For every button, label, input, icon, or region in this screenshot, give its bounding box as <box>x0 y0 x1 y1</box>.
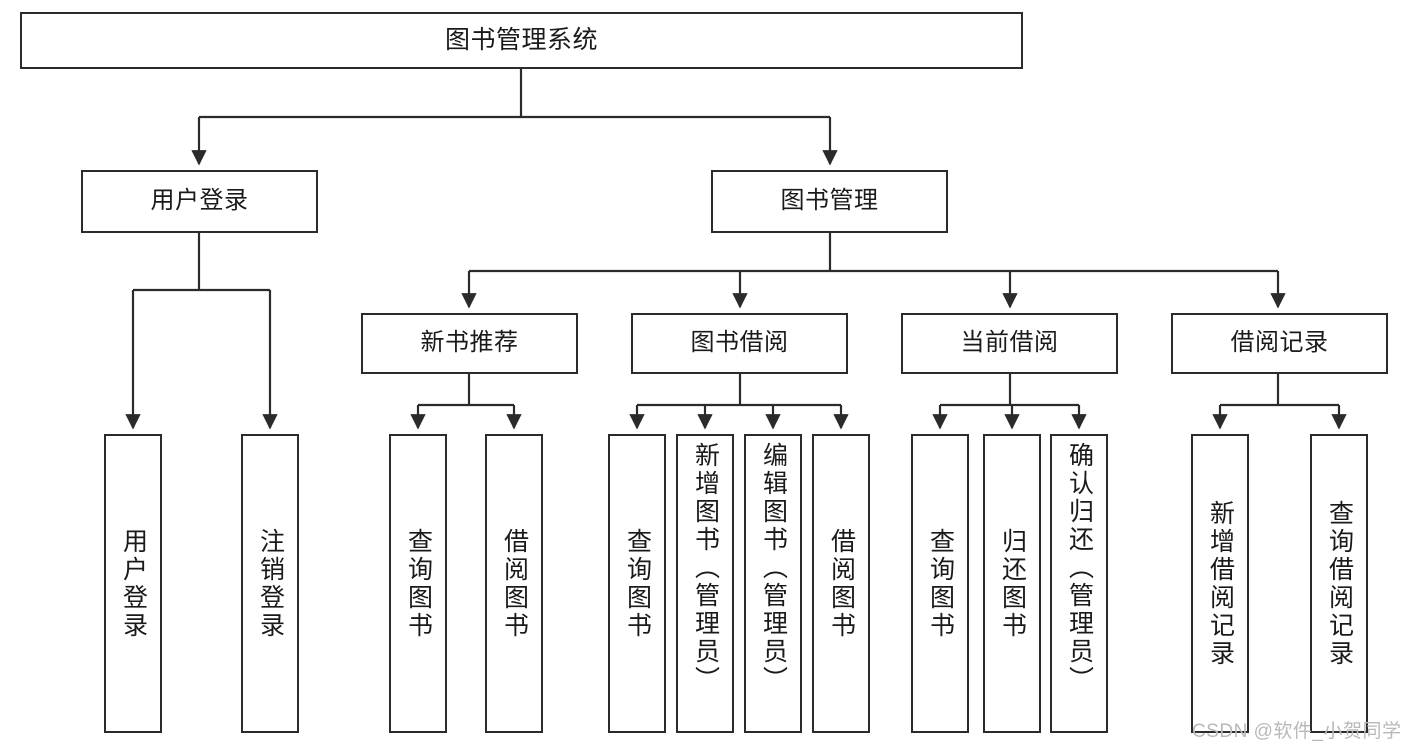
node-leaf-edit-book-label: 编辑图书（管理员） <box>759 442 788 694</box>
node-leaf-query-book-1-label: 查询图书 <box>404 527 433 640</box>
node-user-login[interactable]: 用户登录 <box>81 170 318 233</box>
node-leaf-query-book-3[interactable]: 查询图书 <box>911 434 969 733</box>
node-current-borrow[interactable]: 当前借阅 <box>901 313 1118 374</box>
node-leaf-borrow-book-2[interactable]: 借阅图书 <box>812 434 870 733</box>
node-leaf-query-book-2[interactable]: 查询图书 <box>608 434 666 733</box>
node-leaf-query-book-3-label: 查询图书 <box>926 527 955 640</box>
node-user-login-label: 用户登录 <box>150 187 249 215</box>
node-leaf-add-book-label: 新增图书（管理员） <box>691 442 720 694</box>
node-leaf-return-book[interactable]: 归还图书 <box>983 434 1041 733</box>
node-leaf-user-login[interactable]: 用户登录 <box>104 434 162 733</box>
node-current-borrow-label: 当前借阅 <box>960 329 1059 357</box>
node-book-manage[interactable]: 图书管理 <box>711 170 948 233</box>
node-leaf-query-book-2-label: 查询图书 <box>623 527 652 640</box>
node-new-book-rec-label: 新书推荐 <box>420 329 519 357</box>
node-root-label: 图书管理系统 <box>444 25 598 54</box>
node-leaf-confirm-return-label: 确认归还（管理员） <box>1065 442 1094 694</box>
node-leaf-confirm-return[interactable]: 确认归还（管理员） <box>1050 434 1108 733</box>
node-root[interactable]: 图书管理系统 <box>20 12 1023 69</box>
node-leaf-user-logout-label: 注销登录 <box>256 527 285 640</box>
node-leaf-add-record-label: 新增借阅记录 <box>1206 499 1235 668</box>
watermark: CSDN @软件_小贺同学 <box>1192 721 1402 742</box>
node-leaf-add-book[interactable]: 新增图书（管理员） <box>676 434 734 733</box>
node-leaf-edit-book[interactable]: 编辑图书（管理员） <box>744 434 802 733</box>
node-borrow-record-label: 借阅记录 <box>1230 329 1329 357</box>
node-book-borrow[interactable]: 图书借阅 <box>631 313 848 374</box>
node-leaf-query-book-1[interactable]: 查询图书 <box>389 434 447 733</box>
node-leaf-user-logout[interactable]: 注销登录 <box>241 434 299 733</box>
node-leaf-borrow-book-1-label: 借阅图书 <box>500 527 529 640</box>
node-leaf-user-login-label: 用户登录 <box>119 527 148 640</box>
node-leaf-return-book-label: 归还图书 <box>998 527 1027 640</box>
node-leaf-query-record[interactable]: 查询借阅记录 <box>1310 434 1368 733</box>
node-book-borrow-label: 图书借阅 <box>690 329 789 357</box>
node-leaf-borrow-book-1[interactable]: 借阅图书 <box>485 434 543 733</box>
node-new-book-rec[interactable]: 新书推荐 <box>361 313 578 374</box>
node-borrow-record[interactable]: 借阅记录 <box>1171 313 1388 374</box>
node-book-manage-label: 图书管理 <box>780 187 879 215</box>
node-leaf-borrow-book-2-label: 借阅图书 <box>827 527 856 640</box>
node-leaf-add-record[interactable]: 新增借阅记录 <box>1191 434 1249 733</box>
node-leaf-query-record-label: 查询借阅记录 <box>1325 499 1354 668</box>
